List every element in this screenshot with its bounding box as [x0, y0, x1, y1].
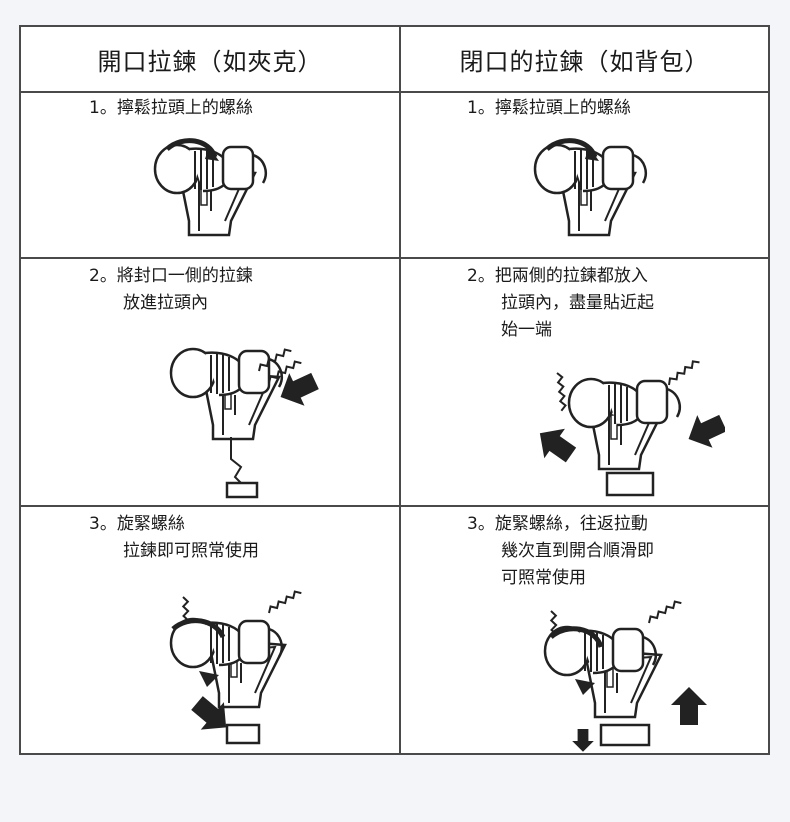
- step-line: 2。將封口一側的拉鍊: [89, 266, 253, 286]
- step-text: 3。旋緊螺絲 拉鍊即可照常使用: [89, 511, 259, 565]
- step-line: 拉頭內，盡量貼近起: [501, 293, 654, 313]
- step-line: 2。把兩側的拉鍊都放入: [467, 266, 648, 286]
- step-line: 3。旋緊螺絲，往返拉動: [467, 514, 648, 534]
- step-text: 3。旋緊螺絲，往返拉動 幾次直到開合順滑即 可照常使用: [467, 511, 654, 592]
- step-line: 拉鍊即可照常使用: [123, 541, 259, 561]
- step-line: 1。擰鬆拉頭上的螺絲: [89, 98, 253, 118]
- step-text: 1。擰鬆拉頭上的螺絲: [89, 95, 253, 122]
- step-text: 2。把兩側的拉鍊都放入 拉頭內，盡量貼近起 始一端: [467, 263, 654, 344]
- step-line: 3。旋緊螺絲: [89, 514, 185, 534]
- step-line: 始一端: [501, 320, 552, 340]
- row-divider: [21, 505, 768, 507]
- zipper-slider-loosen-icon: [533, 138, 648, 237]
- row-divider: [21, 91, 768, 93]
- step-text: 2。將封口一側的拉鍊 放進拉頭內: [89, 263, 253, 317]
- zipper-insert-one-side-icon: [169, 340, 323, 499]
- step-line: 放進拉頭內: [123, 293, 208, 313]
- zipper-tighten-icon: [169, 583, 303, 745]
- step-line: 可照常使用: [501, 568, 586, 588]
- header-open-zipper: 開口拉鍊（如夾克）: [97, 47, 323, 76]
- zipper-insert-both-sides-icon: [529, 355, 725, 497]
- zipper-tighten-pull-icon: [539, 597, 707, 752]
- row-divider: [21, 257, 768, 259]
- column-divider: [399, 27, 401, 753]
- zipper-slider-loosen-icon: [153, 138, 268, 237]
- header-closed-zipper: 閉口的拉鍊（如背包）: [459, 47, 710, 76]
- step-line: 幾次直到開合順滑即: [501, 541, 654, 561]
- step-text: 1。擰鬆拉頭上的螺絲: [467, 95, 631, 122]
- instruction-table: 開口拉鍊（如夾克） 閉口的拉鍊（如背包） 1。擰鬆拉頭上的螺絲 2。將封口一側的…: [19, 25, 770, 755]
- step-line: 1。擰鬆拉頭上的螺絲: [467, 98, 631, 118]
